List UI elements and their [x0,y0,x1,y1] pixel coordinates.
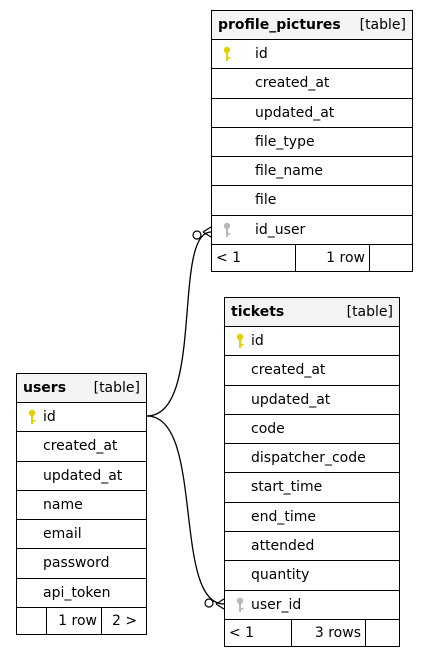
table-header: profile_pictures [table] [212,11,412,40]
row-count-label: 1 row [58,613,97,630]
column-name: user_id [251,596,302,613]
column-row[interactable]: start_time [225,473,399,503]
next-page-button[interactable]: 2 > [102,608,146,634]
primary-key-icon [236,333,244,348]
table-kind: [table] [346,304,393,320]
column-row[interactable]: created_at [225,356,399,386]
table-header: tickets [table] [225,298,399,327]
column-name: file_type [255,133,315,150]
column-name: updated_at [43,467,123,484]
column-name: id [251,333,264,349]
relationship-users-profile-pictures [146,231,212,417]
row-count-label: 3 rows [314,624,361,641]
column-name: file [255,192,277,209]
row-count: 3 rows [292,619,366,646]
row-count: 1 row [47,608,102,635]
column-name: id [255,46,268,62]
column-row[interactable]: id [17,403,146,433]
column-name: file_name [255,163,324,180]
column-name: email [43,526,82,543]
column-name: updated_at [255,104,335,121]
table-tickets[interactable]: tickets [table] id created_at updated_at… [224,297,400,647]
column-row[interactable]: api_token [17,579,146,609]
many-crowfoot [202,226,212,238]
column-row[interactable]: updated_at [17,462,146,491]
column-name: created_at [43,438,118,455]
column-name: start_time [251,479,323,496]
many-crowfoot [215,598,225,610]
relationship-users-tickets [146,415,225,605]
row-count: 1 row [296,245,370,272]
table-name: profile_pictures [218,17,341,33]
column-row[interactable]: id_user [212,216,412,246]
column-name: created_at [255,75,330,92]
table-footer: 1 row 2 > [17,608,146,635]
column-name: api_token [43,584,111,601]
primary-key-icon [28,409,36,424]
column-row[interactable]: file_type [212,128,412,158]
column-row[interactable]: id [212,40,412,70]
next-page-label: 2 > [112,613,138,630]
prev-page-label: < 1 [229,624,255,641]
table-header: users [table] [17,374,146,403]
column-name: attended [251,538,315,555]
column-name: code [251,420,285,437]
prev-page-label: < 1 [216,250,242,267]
optional-marker [192,230,202,240]
prev-page-button[interactable]: < 1 [212,245,296,272]
column-name: name [43,496,83,513]
column-name: end_time [251,508,317,525]
table-name: users [23,380,67,396]
table-kind: [table] [359,17,406,33]
prev-page-button[interactable]: < 1 [225,619,292,646]
table-profile-pictures[interactable]: profile_pictures [table] id created_at u… [211,10,413,273]
column-row[interactable]: created_at [212,69,412,99]
column-row[interactable]: file [212,186,412,216]
column-name: password [43,555,110,572]
foreign-key-icon [223,222,231,237]
footer-spacer [17,608,47,635]
column-row[interactable]: end_time [225,503,399,533]
column-name: quantity [251,567,310,584]
column-row[interactable]: dispatcher_code [225,444,399,474]
column-row[interactable]: attended [225,532,399,562]
table-footer: < 1 3 rows [225,619,399,646]
table-users[interactable]: users [table] id created_at updated_at n… [16,373,147,636]
column-row[interactable]: email [17,520,146,550]
column-row[interactable]: password [17,549,146,579]
foreign-key-icon [236,597,244,612]
row-count-label: 1 row [326,250,365,267]
table-kind: [table] [93,380,140,396]
column-name: id [43,409,56,425]
column-row[interactable]: quantity [225,561,399,591]
column-name: id_user [255,221,306,238]
column-row[interactable]: name [17,491,146,521]
column-row[interactable]: code [225,415,399,445]
column-name: updated_at [251,391,331,408]
table-name: tickets [231,304,285,320]
column-row[interactable]: user_id [225,591,399,620]
column-row[interactable]: id [225,327,399,357]
column-row[interactable]: file_name [212,157,412,187]
column-row[interactable]: updated_at [212,99,412,128]
column-name: dispatcher_code [251,450,366,467]
column-name: created_at [251,362,326,379]
optional-marker [204,598,214,608]
table-footer: < 1 1 row [212,245,412,272]
primary-key-icon [223,46,231,61]
column-row[interactable]: updated_at [225,386,399,415]
column-row[interactable]: created_at [17,432,146,462]
